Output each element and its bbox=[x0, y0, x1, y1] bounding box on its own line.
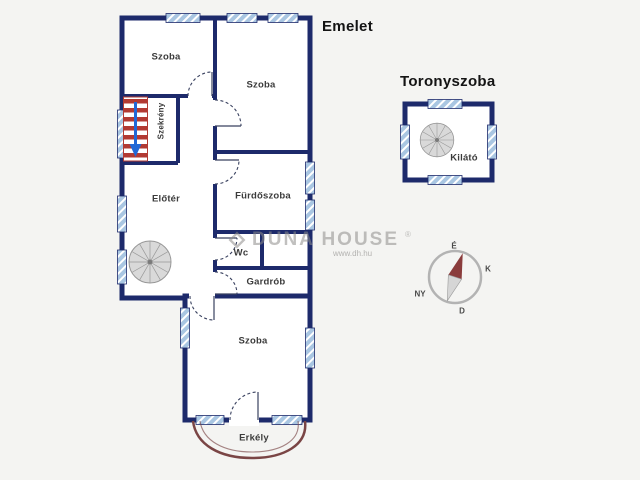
wall-openings bbox=[189, 290, 259, 426]
room-label-gardrob: Gardrób bbox=[246, 276, 286, 288]
room-label-wc: Wc bbox=[233, 247, 249, 259]
tower-plan bbox=[400, 99, 497, 185]
compass-east-label: K bbox=[485, 264, 491, 274]
compass-rose-icon bbox=[427, 249, 483, 305]
balcony-outline bbox=[191, 420, 307, 460]
tower-spiral-staircase-icon bbox=[419, 122, 455, 158]
room-label-erkely: Erkély bbox=[239, 432, 269, 444]
spiral-staircase-icon bbox=[128, 240, 172, 284]
room-label-kilato: Kilátó bbox=[450, 152, 478, 164]
room-label-szoba-bottom: Szoba bbox=[238, 335, 268, 347]
room-label-szoba-top-left: Szoba bbox=[151, 51, 181, 63]
staircase-down bbox=[123, 96, 148, 162]
compass-north-label: É bbox=[451, 241, 457, 251]
doors bbox=[187, 71, 259, 421]
room-label-szekreny: Szekrény bbox=[156, 102, 166, 140]
page-title-floor: Emelet bbox=[322, 18, 373, 35]
room-label-eloter: Előtér bbox=[151, 193, 181, 205]
watermark-url-text: www.dh.hu bbox=[333, 249, 373, 258]
room-label-szoba-top-right: Szoba bbox=[246, 79, 276, 91]
windows bbox=[117, 13, 315, 425]
compass-west-label: NY bbox=[414, 289, 426, 299]
page-title-tower: Toronyszoba bbox=[400, 73, 496, 90]
compass-south-label: D bbox=[459, 306, 465, 316]
interior-walls bbox=[122, 18, 310, 298]
room-label-furdoszoba: Fürdőszoba bbox=[235, 190, 291, 202]
